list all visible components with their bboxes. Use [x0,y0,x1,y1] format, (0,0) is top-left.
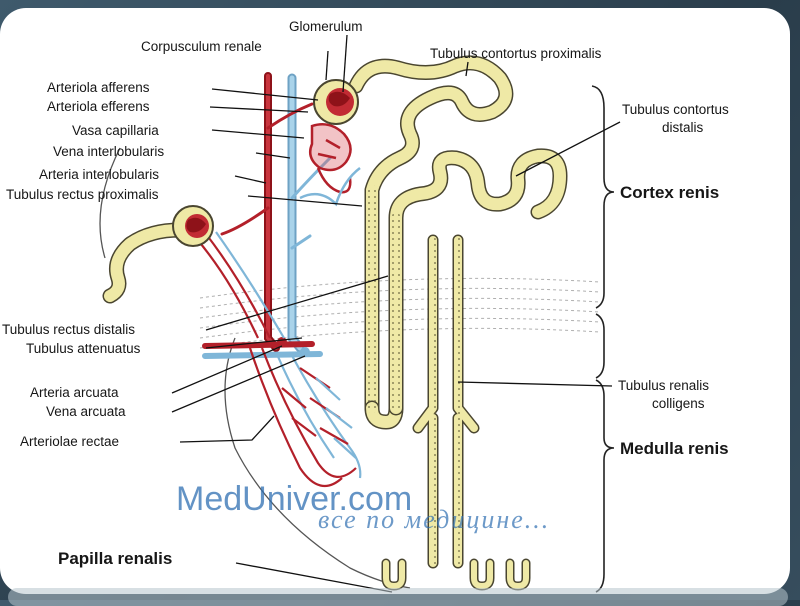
label-corpusculum-renale: Corpusculum renale [141,39,262,54]
label-arteriola-efferens: Arteriola efferens [47,99,150,114]
label-tubulus-contortus-proximalis: Tubulus contortus proximalis [430,46,602,61]
label-tubulus-attenuatus: Tubulus attenuatus [26,341,141,356]
glomerulum-shape [313,79,359,125]
label-tubulus-rectus-proximalis: Tubulus rectus proximalis [6,187,159,202]
label-arteriola-afferens: Arteriola afferens [47,80,150,95]
slide-shadow [8,588,788,606]
label-glomerulum: Glomerulum [289,19,363,34]
label-cortex-renis: Cortex renis [620,183,719,202]
label-vasa-capillaria: Vasa capillaria [72,123,159,138]
watermark-site: MedUniver.com [176,480,412,518]
label-vena-arcuata: Vena arcuata [46,404,126,419]
label-tubulus-renalis-colligens-line2: colligens [652,396,705,411]
label-tubulus-rectus-distalis: Tubulus rectus distalis [2,322,135,337]
arteria-interlobularis-shape [220,72,314,352]
label-tubulus-contortus-distalis-line1: Tubulus contortus [622,102,729,117]
label-arteria-interlobularis: Arteria interlobularis [39,167,159,182]
label-vena-interlobularis: Vena interlobularis [53,144,164,159]
leader-lines [171,34,621,593]
watermark-tagline: все по медицине... [318,505,550,534]
lobe-outline [99,147,411,589]
label-papilla-renalis: Papilla renalis [58,549,172,568]
zone-brackets [591,85,615,593]
vasa-capillaria-shape [299,123,361,207]
label-medulla-renis: Medulla renis [620,439,729,458]
label-arteriolae-rectae: Arteriolae rectae [20,434,119,449]
tubule-system [102,55,568,569]
label-tubulus-renalis-colligens-line1: Tubulus renalis [618,378,709,393]
label-tubulus-contortus-distalis-line2: distalis [662,120,704,135]
arteriolae-rectae-shape [248,347,362,488]
left-nephron-vessels [195,231,285,339]
label-arteria-arcuata: Arteria arcuata [30,385,119,400]
nephron-diagram: Glomerulum Corpusculum renale Tubulus co… [2,19,729,593]
left-glomerulum-shape [172,205,214,247]
slide-card: Glomerulum Corpusculum renale Tubulus co… [0,8,790,594]
